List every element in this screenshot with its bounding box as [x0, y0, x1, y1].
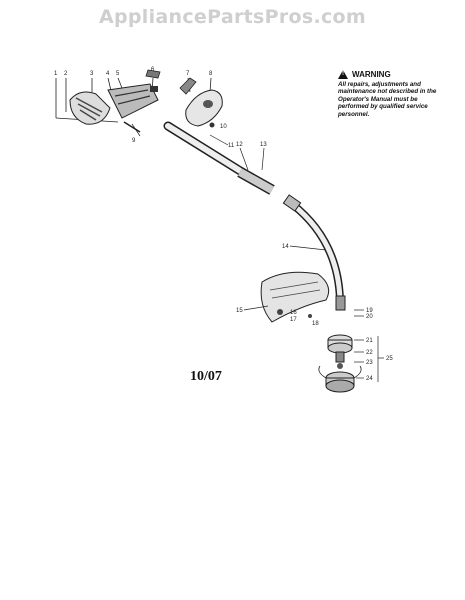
trimmer-head [318, 334, 362, 393]
warning-title: WARNING [352, 70, 391, 79]
callout-3: 3 [90, 71, 94, 77]
callout-8: 8 [209, 71, 213, 77]
clip-part [179, 77, 197, 95]
callout-21: 21 [366, 338, 373, 344]
grass-guard [260, 271, 330, 323]
warning-box: ! WARNING All repairs, adjustments and m… [338, 70, 438, 118]
callout-17: 17 [290, 317, 297, 323]
watermark: AppliancePartsPros.com [98, 6, 366, 28]
callout-1: 1 [54, 71, 58, 77]
callout-16: 16 [290, 310, 297, 316]
upper-shaft [163, 121, 275, 195]
callout-2: 2 [64, 71, 68, 77]
lower-shaft [282, 194, 346, 311]
callout-18: 18 [312, 321, 319, 327]
callout-15: 15 [236, 308, 243, 314]
warning-triangle-icon: ! [338, 70, 348, 79]
callout-5: 5 [116, 71, 120, 77]
switch-part [145, 69, 161, 79]
callout-11: 11 [228, 143, 235, 149]
callout-10: 10 [220, 124, 227, 130]
callout-7: 7 [186, 71, 190, 77]
callout-4: 4 [106, 71, 110, 77]
callout-23: 23 [366, 360, 373, 366]
callout-13: 13 [260, 142, 267, 148]
housing-cover [185, 89, 223, 127]
callout-6: 6 [151, 67, 155, 73]
callout-20: 20 [366, 314, 373, 320]
callout-9: 9 [132, 138, 136, 144]
warning-text: All repairs, adjustments and maintenance… [338, 81, 437, 118]
callout-14: 14 [282, 244, 289, 250]
callout-12: 12 [236, 142, 243, 148]
screw-part [209, 122, 215, 128]
callout-25: 25 [386, 356, 393, 362]
callout-19: 19 [366, 308, 373, 314]
trigger-handle-assembly [69, 83, 159, 133]
date-code: 10/07 [190, 369, 222, 384]
callout-24: 24 [366, 376, 373, 382]
callout-22: 22 [366, 350, 373, 356]
